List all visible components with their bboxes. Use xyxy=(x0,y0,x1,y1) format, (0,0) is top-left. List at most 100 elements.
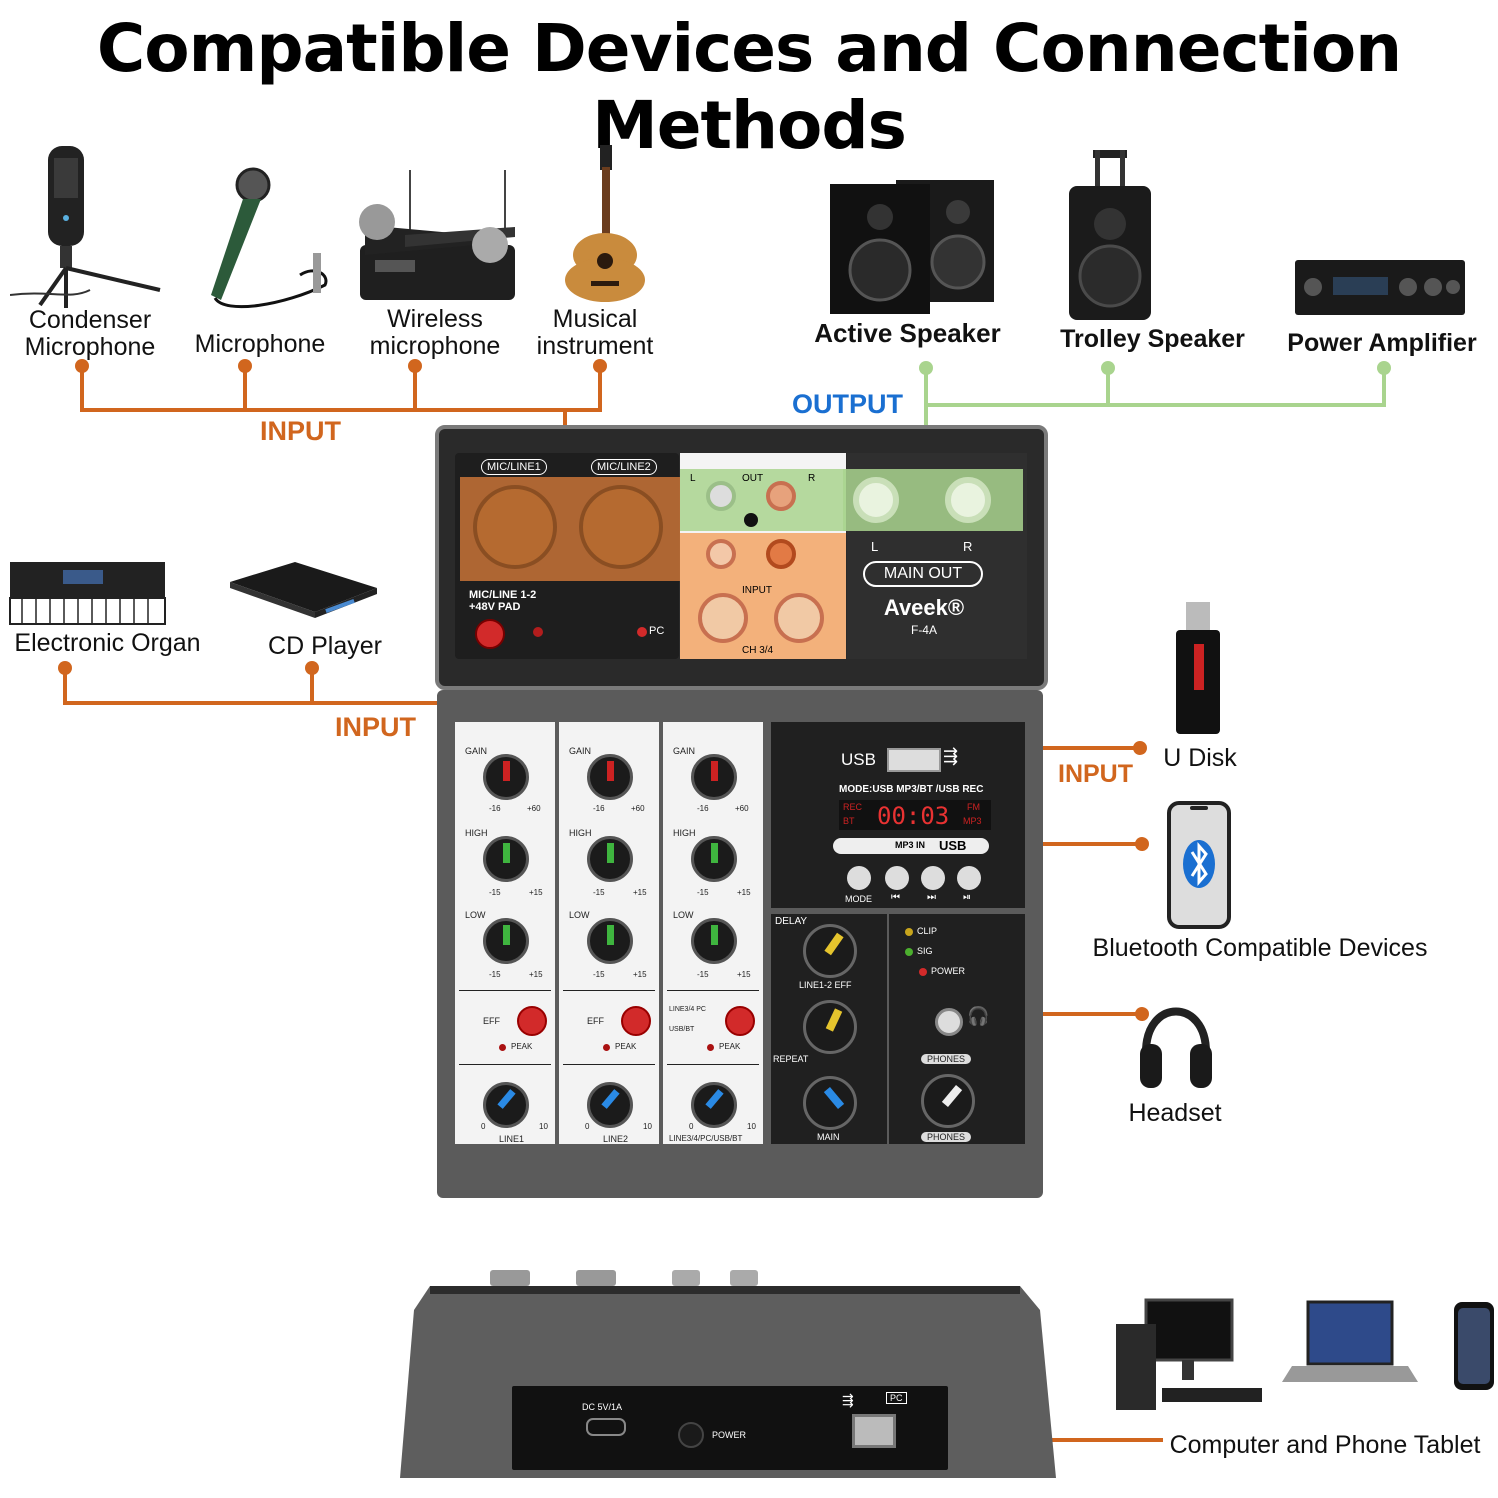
eff-button[interactable] xyxy=(725,1006,755,1036)
gain-max-label: +60 xyxy=(735,804,749,813)
device-label-trolley-speaker: Trolley Speaker xyxy=(1060,325,1245,353)
ch3-jack[interactable] xyxy=(698,593,748,643)
volume-knob[interactable] xyxy=(691,1082,737,1128)
repeat-knob[interactable] xyxy=(803,1000,857,1054)
gain-label: GAIN xyxy=(465,746,488,756)
label-line: microphone xyxy=(369,332,501,360)
volume-knob[interactable] xyxy=(587,1082,633,1128)
gain-knob[interactable] xyxy=(587,754,633,800)
rca-in-l-jack[interactable] xyxy=(706,539,736,569)
phones-knob[interactable] xyxy=(921,1074,975,1128)
mixer-back-view: DC 5V/1A POWER ⇶ PC xyxy=(400,1270,1056,1482)
mode-line: MODE:USB MP3/BT /USB REC xyxy=(839,784,984,795)
mp3-in-bar: MP3 IN USB xyxy=(833,838,989,854)
main-out-l-jack[interactable] xyxy=(853,477,899,523)
gain-max-label: +60 xyxy=(527,804,541,813)
device-label-cd-player: CD Player xyxy=(268,632,382,660)
prev-icon: ⏮ xyxy=(891,892,900,903)
guitar-icon xyxy=(565,145,645,302)
rca-in-r-jack[interactable] xyxy=(766,539,796,569)
high-knob[interactable] xyxy=(691,836,737,882)
power-button[interactable] xyxy=(678,1422,704,1448)
low-knob[interactable] xyxy=(483,918,529,964)
gain-knob[interactable] xyxy=(483,754,529,800)
sig-label: SIG xyxy=(917,946,933,956)
play-pause-button[interactable] xyxy=(957,866,981,890)
sig-led xyxy=(905,948,913,956)
speaker-pair-icon xyxy=(830,180,994,314)
mode-button[interactable] xyxy=(847,866,871,890)
low-max-label: +15 xyxy=(737,970,751,979)
high-knob[interactable] xyxy=(587,836,633,882)
delay-knob[interactable] xyxy=(803,924,857,978)
play-pause-icon: ⏯ xyxy=(963,892,971,903)
computer-phone-icons xyxy=(1116,1298,1494,1410)
main-out-section: L R MAIN OUT Aveek® F-4A xyxy=(843,453,1027,659)
peak-label: PEAK xyxy=(719,1042,741,1051)
jack1-label: MIC/LINE1 xyxy=(481,459,547,475)
low-knob[interactable] xyxy=(587,918,633,964)
label-line: Microphone xyxy=(24,333,156,361)
volume-knob[interactable] xyxy=(483,1082,529,1128)
vol-max-label: 10 xyxy=(643,1122,652,1131)
main-out-r-jack[interactable] xyxy=(945,477,991,523)
low-knob[interactable] xyxy=(691,918,737,964)
rca-out-l-jack[interactable] xyxy=(706,481,736,511)
jack2-label: MIC/LINE2 xyxy=(591,459,657,475)
gain-knob[interactable] xyxy=(691,754,737,800)
dc-port[interactable] xyxy=(586,1418,626,1436)
power-led xyxy=(919,968,927,976)
high-label: HIGH xyxy=(673,828,696,838)
input-tag-side: INPUT xyxy=(1058,760,1133,788)
label-line: Condenser xyxy=(28,306,152,334)
device-label-microphone: Microphone xyxy=(175,331,345,358)
mp3-in-label: MP3 IN xyxy=(895,840,926,850)
xlr-jack-2[interactable] xyxy=(579,485,663,569)
high-knob[interactable] xyxy=(483,836,529,882)
rca-out-r-jack[interactable] xyxy=(766,481,796,511)
line34pc-label: LINE3/4 PC xyxy=(669,1006,706,1013)
usb-port[interactable] xyxy=(887,748,941,772)
divider xyxy=(667,1064,759,1065)
high-max-label: +15 xyxy=(633,888,647,897)
main-out-label: MAIN OUT xyxy=(863,561,983,587)
clip-led xyxy=(905,928,913,936)
mixer-top-panel: MIC/LINE1 MIC/LINE2 MIC/LINE 1-2+48V PAD… xyxy=(435,425,1048,690)
phones-jack[interactable] xyxy=(935,1008,963,1036)
next-button[interactable] xyxy=(921,866,945,890)
back-io-panel: DC 5V/1A POWER ⇶ PC xyxy=(512,1386,948,1470)
eff-button[interactable] xyxy=(517,1006,547,1036)
phones-section: CLIP SIG POWER 🎧 PHONES PHONES xyxy=(889,914,1025,1144)
wireless-microphone-icon xyxy=(359,170,515,300)
usb-b-port[interactable] xyxy=(852,1414,896,1448)
phones-label-top: PHONES xyxy=(921,1054,972,1064)
back-usb-icon: ⇶ xyxy=(842,1392,854,1408)
ch4-jack[interactable] xyxy=(774,593,824,643)
phantom-power-button[interactable] xyxy=(475,619,505,649)
device-label-computer: Computer and Phone Tablet xyxy=(1169,1431,1481,1459)
gain-min-label: -16 xyxy=(697,804,709,813)
usb-drive-icon xyxy=(1176,602,1220,734)
high-min-label: -15 xyxy=(489,888,501,897)
vol-max-label: 10 xyxy=(539,1122,548,1131)
eff-label: EFF xyxy=(587,1016,604,1026)
low-label: LOW xyxy=(673,910,694,920)
prev-button[interactable] xyxy=(885,866,909,890)
eff-button[interactable] xyxy=(621,1006,651,1036)
output-tag: OUTPUT xyxy=(792,389,903,419)
headphones-icon xyxy=(1140,1007,1212,1088)
input-tag-top: INPUT xyxy=(260,416,341,446)
lcd-display: REC BT 00:03 FM MP3 xyxy=(839,800,991,830)
rca-screw xyxy=(744,513,758,527)
rca-out-l: L xyxy=(690,473,696,484)
rca-section: L OUT R INPUT CH 3/4 xyxy=(680,453,846,659)
gain-label: GAIN xyxy=(569,746,592,756)
headphone-symbol-icon: 🎧 xyxy=(967,1006,990,1026)
xlr-jack-1[interactable] xyxy=(473,485,557,569)
main-knob[interactable] xyxy=(803,1076,857,1130)
low-min-label: -15 xyxy=(489,970,501,979)
device-label-power-amplifier: Power Amplifier xyxy=(1287,329,1477,357)
